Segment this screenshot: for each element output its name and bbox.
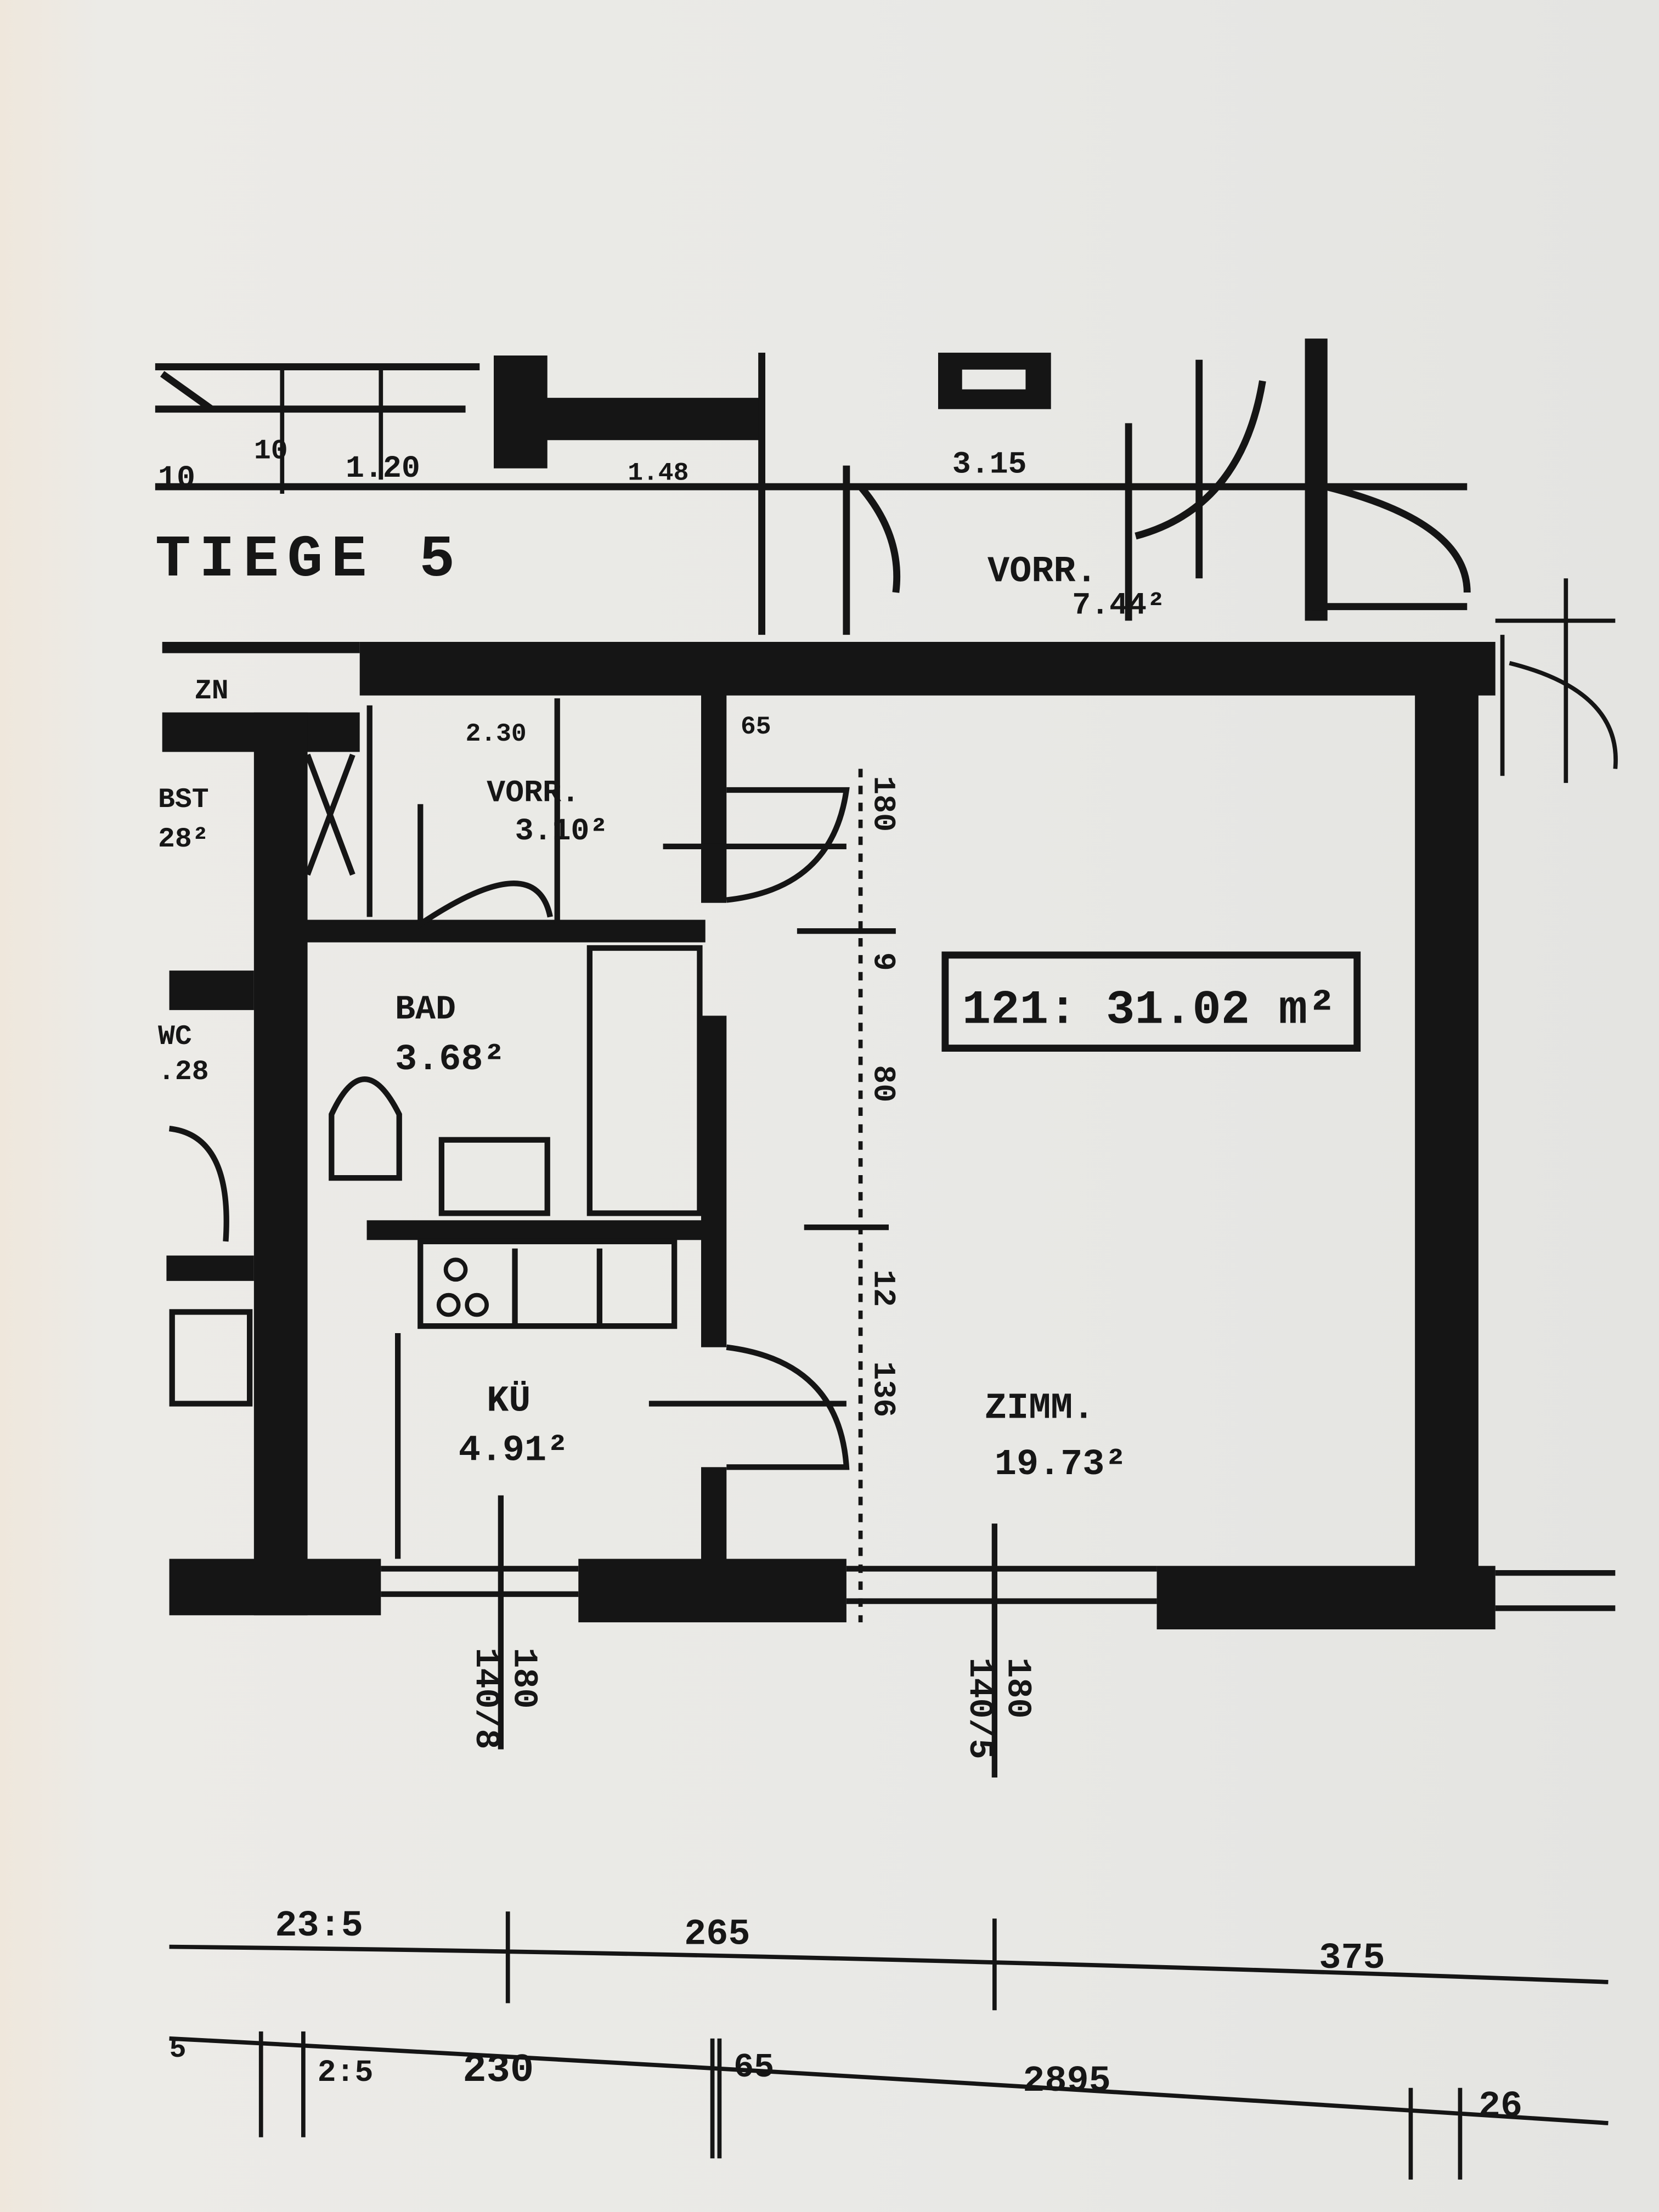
room-vorr-outer-name: VORR.: [988, 551, 1098, 592]
inner-dim-230: 2.30: [466, 719, 527, 748]
label-zn: ZN: [195, 675, 229, 707]
dim-row2-1: 5: [170, 2034, 187, 2066]
top-dim-5: 3.15: [952, 447, 1027, 482]
dim-row2-6: 26: [1479, 2086, 1522, 2128]
inner-dim-136: 136: [865, 1361, 900, 1417]
room-vorr-inner-name: VORR.: [487, 776, 580, 811]
dimension-lines: [169, 1911, 1609, 2180]
top-dim-3: 1.20: [346, 451, 420, 486]
room-kue-name: KÜ: [487, 1380, 531, 1422]
total-area-box: [941, 951, 1361, 1052]
room-zimm-area: 19.73²: [995, 1444, 1127, 1486]
dim-row1-1: 23:5: [275, 1905, 363, 1947]
fixtures: [168, 660, 1616, 1778]
total-area: 121: 31.02 m²: [962, 983, 1336, 1037]
inner-dim-80: 80: [865, 1065, 900, 1102]
dim-row1-2: 265: [684, 1914, 750, 1955]
inner-dim-12: 12: [865, 1269, 900, 1307]
room-bad-name: BAD: [395, 991, 456, 1029]
window-zimm-top: 180: [998, 1657, 1037, 1718]
room-bad-area: 3.68²: [395, 1039, 505, 1081]
dim-row2-5: 2895: [1023, 2061, 1110, 2102]
window-kue-bottom: 140/8: [466, 1647, 505, 1749]
label-bst: BST: [158, 784, 209, 816]
top-dim-2: 10: [254, 436, 288, 467]
dim-row2-3: 230: [462, 2048, 534, 2093]
top-dim-4: 1.48: [628, 458, 689, 487]
corridor-structure: [155, 338, 1618, 783]
dim-row2-4: 65: [733, 2049, 774, 2087]
room-vorr-inner-area: 3.10²: [515, 814, 608, 849]
dim-row2-2: 2:5: [318, 2055, 374, 2090]
room-zimm-name: ZIMM.: [985, 1387, 1095, 1429]
top-dim-1: 10: [158, 461, 195, 496]
window-zimm-bottom: 140/5: [960, 1657, 998, 1759]
window-kue-top: 180: [505, 1647, 543, 1708]
plan-title: TIEGE 5: [155, 527, 464, 594]
dim-row1-3: 375: [1319, 1938, 1385, 1979]
label-bst-area: 28²: [158, 823, 209, 855]
label-wc-area: .28: [158, 1056, 209, 1088]
room-kue-area: 4.91²: [459, 1430, 569, 1471]
walls: [162, 642, 1496, 1629]
room-vorr-outer-area: 7.44²: [1072, 588, 1165, 623]
inner-dim-9: 9: [865, 952, 900, 971]
label-wc: WC: [158, 1021, 192, 1053]
inner-dim-180: 180: [865, 776, 900, 832]
inner-dim-65: 65: [741, 712, 771, 741]
